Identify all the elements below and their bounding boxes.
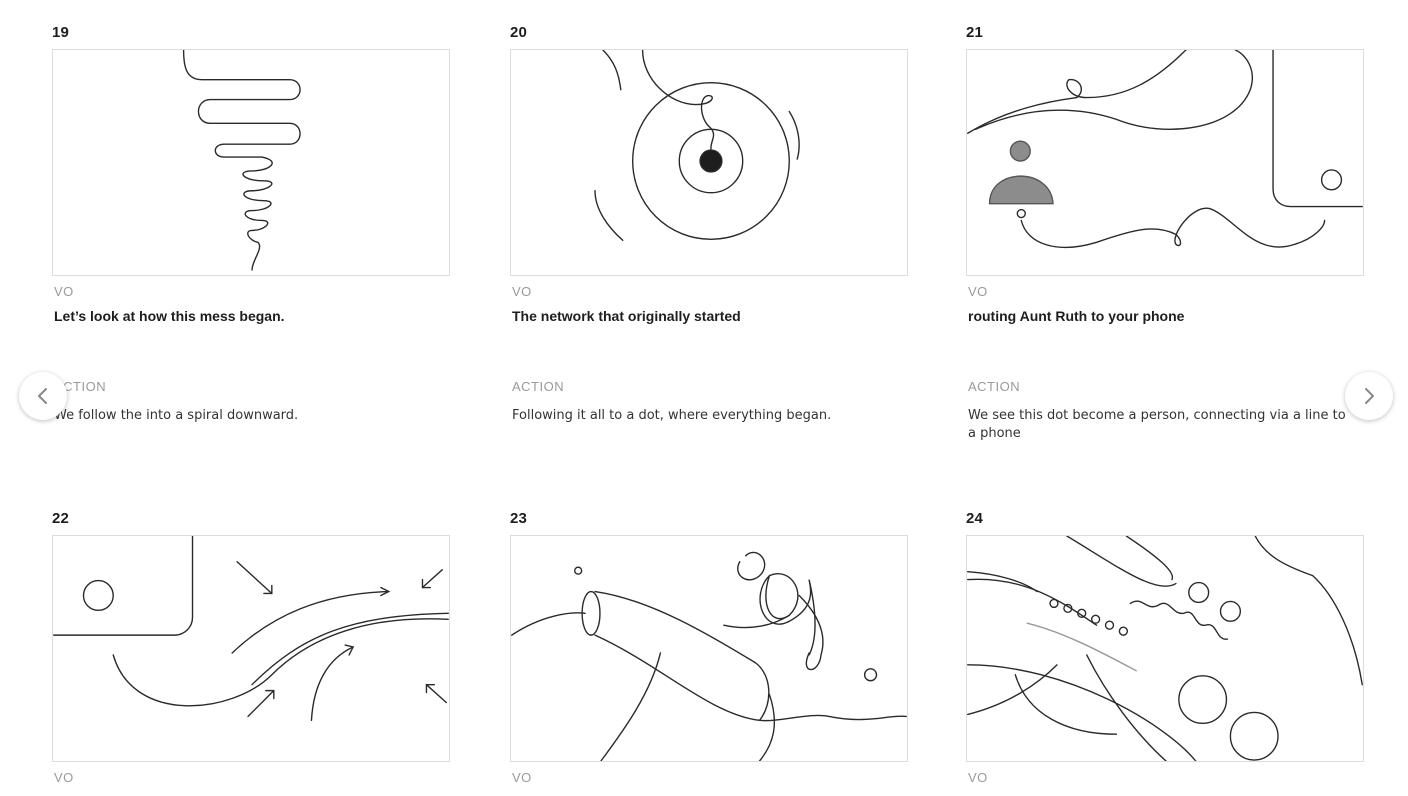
storyboard-frame-24: 24 <box>966 510 1364 796</box>
frame-sketch-panel[interactable] <box>510 535 908 762</box>
frame-number: 19 <box>52 24 70 41</box>
tube-spiral-sketch-illustration <box>511 551 907 761</box>
frame-sketch-panel[interactable] <box>510 49 908 276</box>
frame-sketch-panel[interactable] <box>966 535 1364 762</box>
frame-sketch-panel[interactable] <box>52 49 450 276</box>
storyboard-frame-23: 23 VO <box>510 510 908 796</box>
frame-number: 20 <box>510 24 528 41</box>
spiral-sketch-illustration <box>182 50 301 271</box>
vo-text: The network that originally started <box>512 308 741 324</box>
previous-frames-button[interactable] <box>19 372 67 420</box>
vo-label: VO <box>512 770 532 785</box>
target-dot-sketch-illustration <box>594 50 800 242</box>
flow-arrows-sketch-illustration <box>53 536 449 722</box>
action-label: ACTION <box>512 379 565 394</box>
person-phone-sketch-illustration <box>967 50 1363 249</box>
next-frames-button[interactable] <box>1345 372 1393 420</box>
storyboard-frame-20: 20 VO The network that originally starte… <box>510 24 908 444</box>
vo-label: VO <box>968 770 988 785</box>
frame-number: 21 <box>966 24 984 41</box>
chevron-left-icon <box>38 388 47 404</box>
vo-text: routing Aunt Ruth to your phone <box>968 308 1185 324</box>
vo-label: VO <box>512 284 532 299</box>
frame-number: 24 <box>966 510 984 527</box>
vo-label: VO <box>968 284 988 299</box>
storyboard-frame-22: 22 VO <box>52 510 450 796</box>
vo-label: VO <box>54 284 74 299</box>
frame-number: 22 <box>52 510 70 527</box>
action-text: We see this dot become a person, connect… <box>968 408 1346 441</box>
chevron-right-icon <box>1365 388 1374 404</box>
action-text: We follow the into a spiral downward. <box>54 408 299 423</box>
frame-sketch-panel[interactable] <box>966 49 1364 276</box>
action-label: ACTION <box>968 379 1021 394</box>
storyboard-frame-19: 19 VO Let’s look at how this mess began.… <box>52 24 450 444</box>
bubbles-waves-sketch-illustration <box>967 536 1363 761</box>
storyboard-frame-21: 21 VO routing Aunt Ruth to your phone AC… <box>966 24 1364 464</box>
frame-number: 23 <box>510 510 528 527</box>
vo-text: Let’s look at how this mess began. <box>54 308 285 324</box>
action-text: Following it all to a dot, where everyth… <box>512 408 832 423</box>
action-label: ACTION <box>54 379 107 394</box>
vo-label: VO <box>54 770 74 785</box>
frame-sketch-panel[interactable] <box>52 535 450 762</box>
